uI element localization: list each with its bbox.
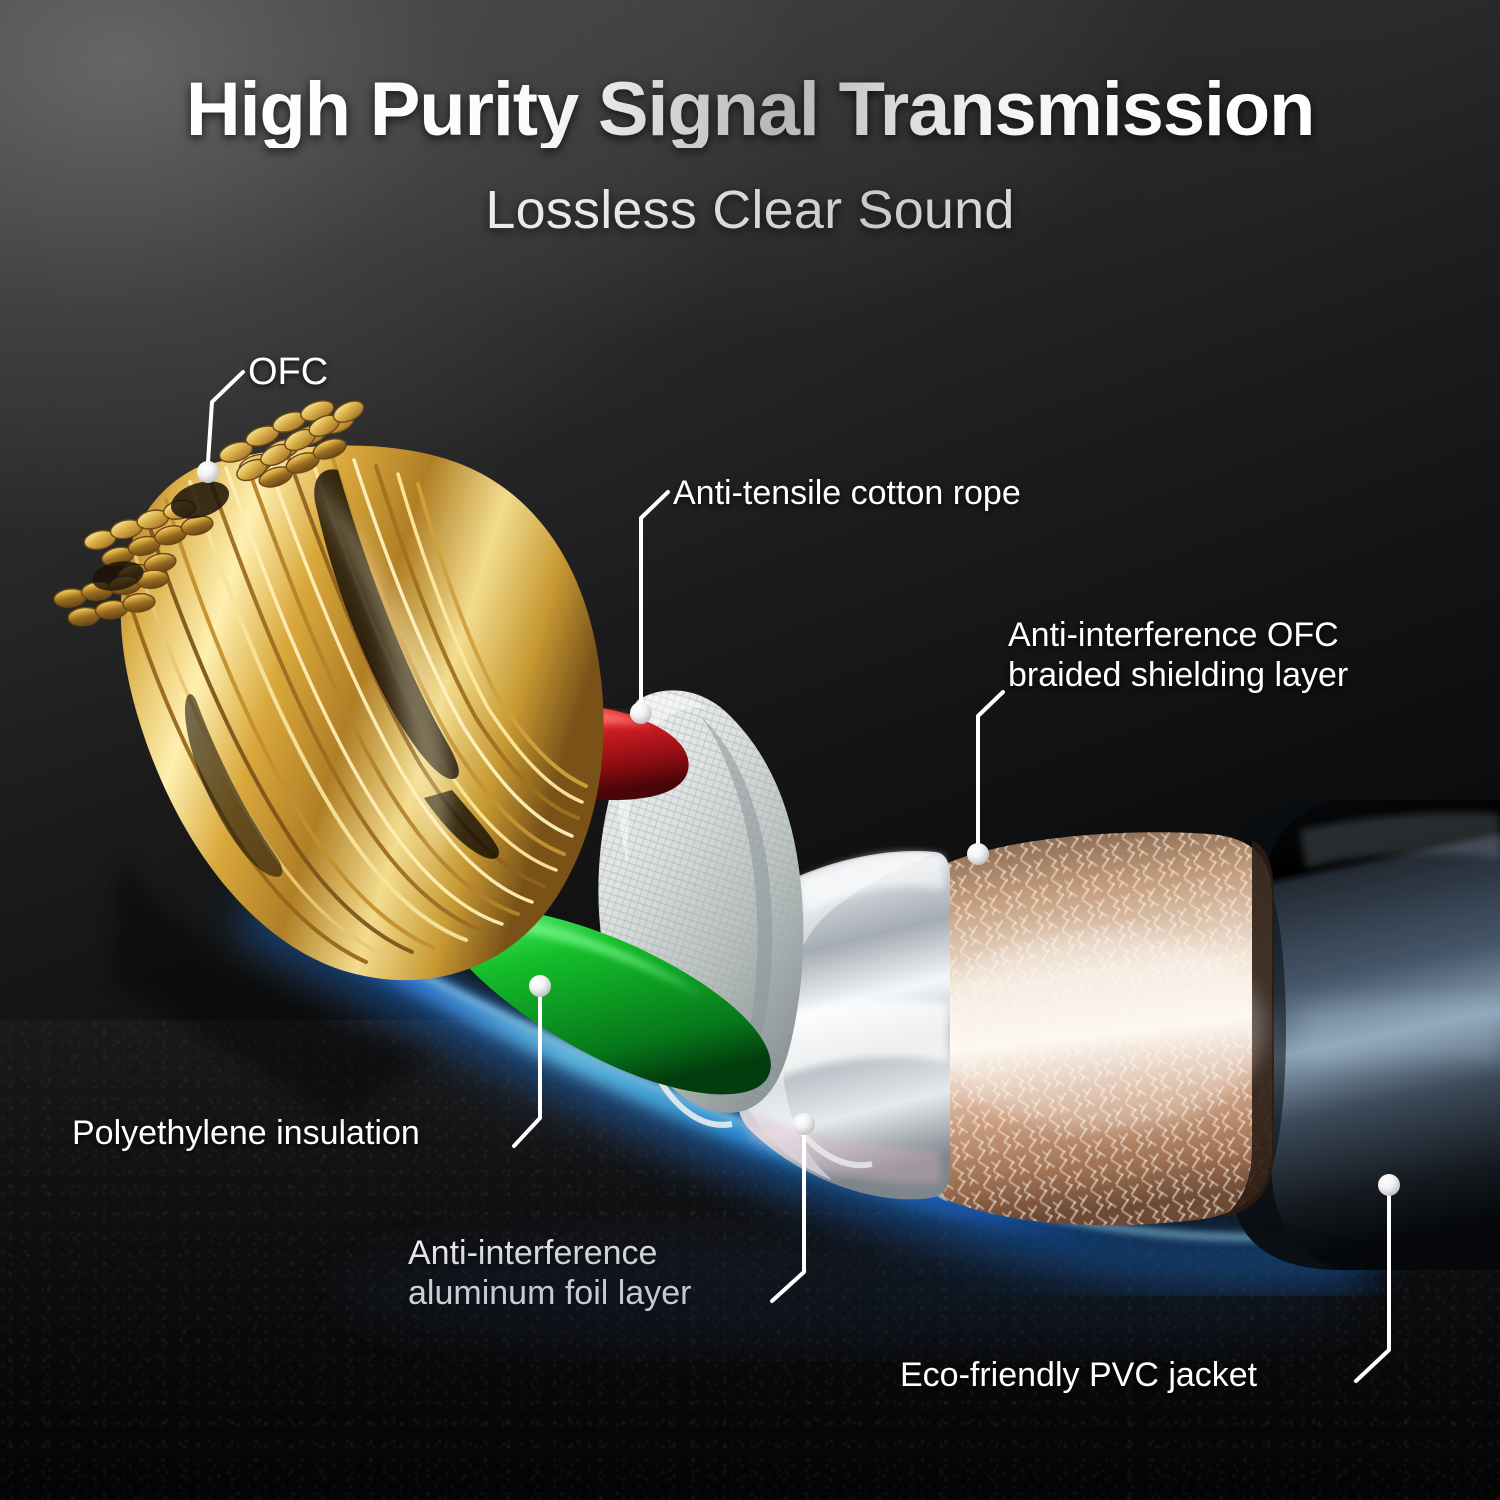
braided-shielding-layer bbox=[918, 832, 1274, 1226]
callout-label-polyethylene: Polyethylene insulation bbox=[72, 1114, 420, 1152]
callout-label-pvc-jacket: Eco-friendly PVC jacket bbox=[900, 1356, 1258, 1394]
leader-braided-shielding bbox=[967, 690, 1005, 865]
ofc-conductor-bundle bbox=[53, 400, 604, 981]
leader-aluminum-foil bbox=[770, 1113, 815, 1303]
callout-label-cotton-rope: Anti-tensile cotton rope bbox=[673, 474, 1021, 512]
leader-pvc-jacket bbox=[1354, 1174, 1400, 1383]
leader-ofc bbox=[197, 370, 245, 483]
callout-label-ofc: OFC bbox=[248, 351, 329, 393]
cable-reflection bbox=[340, 1230, 1360, 1350]
ofc-cut-ends bbox=[53, 400, 365, 627]
leader-polyethylene bbox=[512, 975, 551, 1148]
page-subtitle: Lossless Clear Sound bbox=[0, 183, 1500, 237]
green-insulation bbox=[442, 906, 771, 1095]
callout-label-braided-shielding: Anti-interference OFC braided shielding … bbox=[1008, 616, 1349, 695]
leader-cotton-rope bbox=[630, 490, 670, 724]
page-title: High Purity Signal Transmission bbox=[0, 72, 1500, 148]
